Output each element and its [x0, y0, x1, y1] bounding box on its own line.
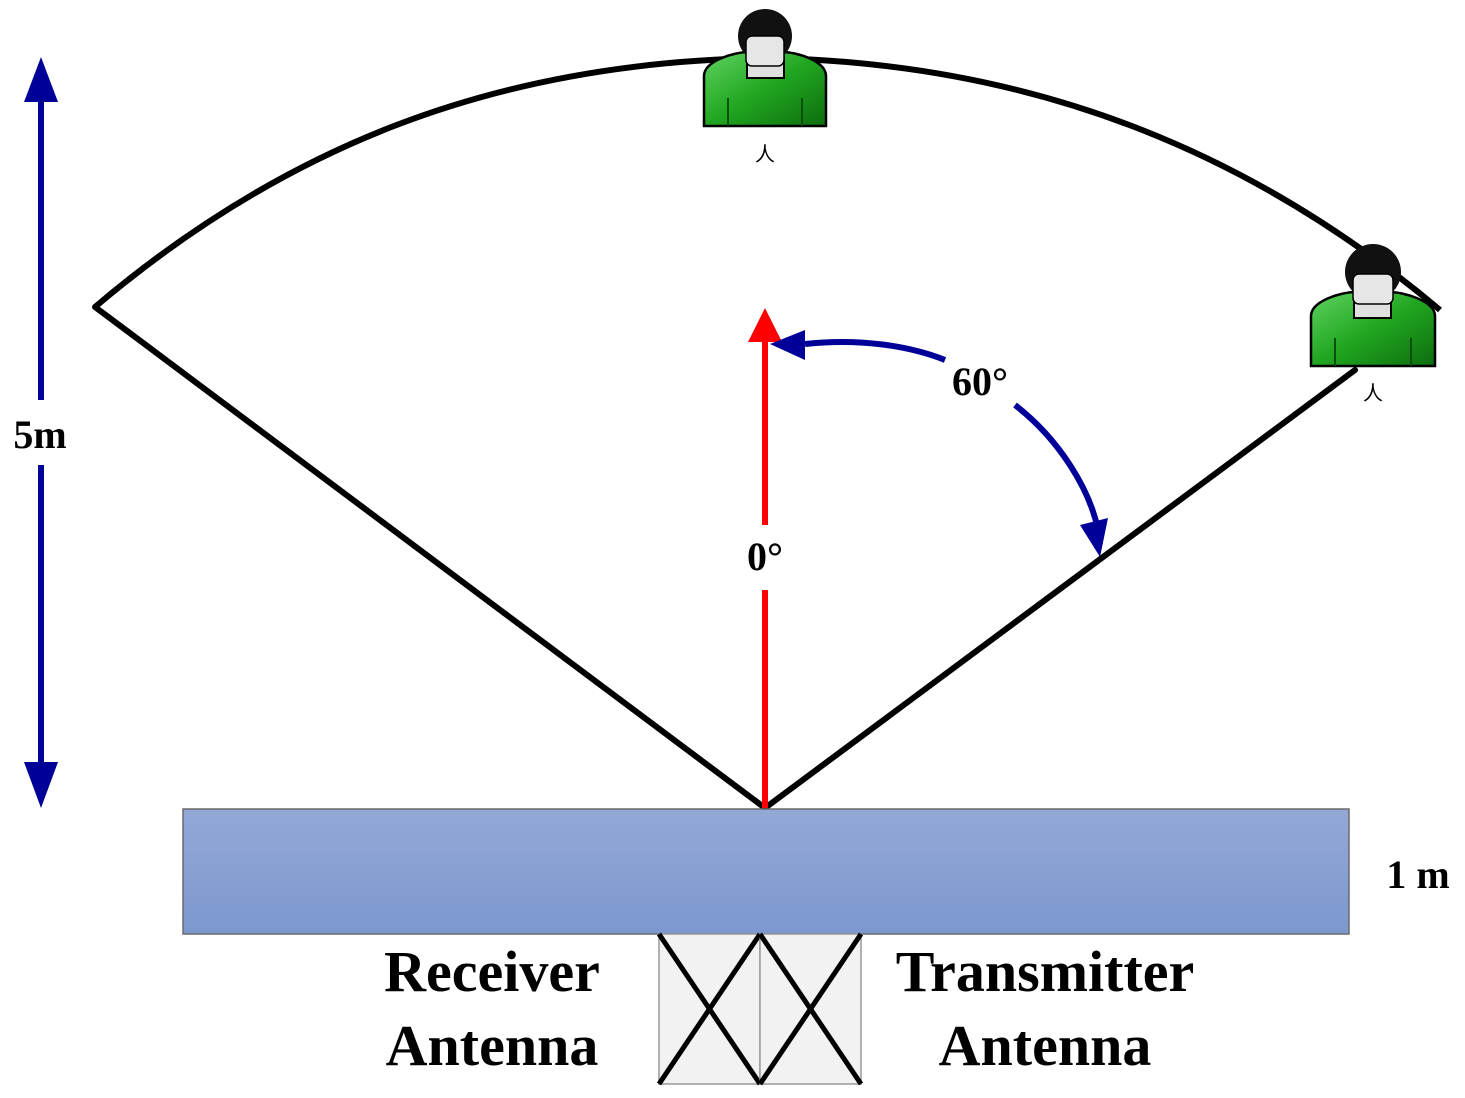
- person-right-label: 人: [1363, 381, 1383, 405]
- sector-right-edge: [762, 367, 1358, 811]
- distance-dimension-arrow: [24, 57, 58, 808]
- edge-angle-label: 60°: [952, 359, 1008, 404]
- distance-label: 5m: [13, 412, 66, 457]
- person-top-label: 人: [755, 142, 775, 166]
- sector-left-edge: [92, 304, 768, 811]
- center-angle-label: 0°: [747, 534, 783, 579]
- angle-arc-arrow: [770, 330, 1108, 557]
- transmitter-label-line2: Antenna: [939, 1013, 1152, 1078]
- table-platform: [182, 808, 1350, 935]
- person-icon: [1309, 244, 1437, 368]
- receiver-antenna-icon: [656, 932, 763, 1086]
- receiver-label-line2: Antenna: [386, 1013, 599, 1078]
- transmitter-antenna-icon: [757, 932, 864, 1086]
- table-height-label: 1 m: [1386, 852, 1449, 897]
- person-icon: [702, 9, 828, 128]
- center-axis-arrow: [748, 308, 782, 808]
- receiver-label-line1: Receiver: [384, 939, 600, 1004]
- transmitter-label-line1: Transmitter: [896, 939, 1195, 1004]
